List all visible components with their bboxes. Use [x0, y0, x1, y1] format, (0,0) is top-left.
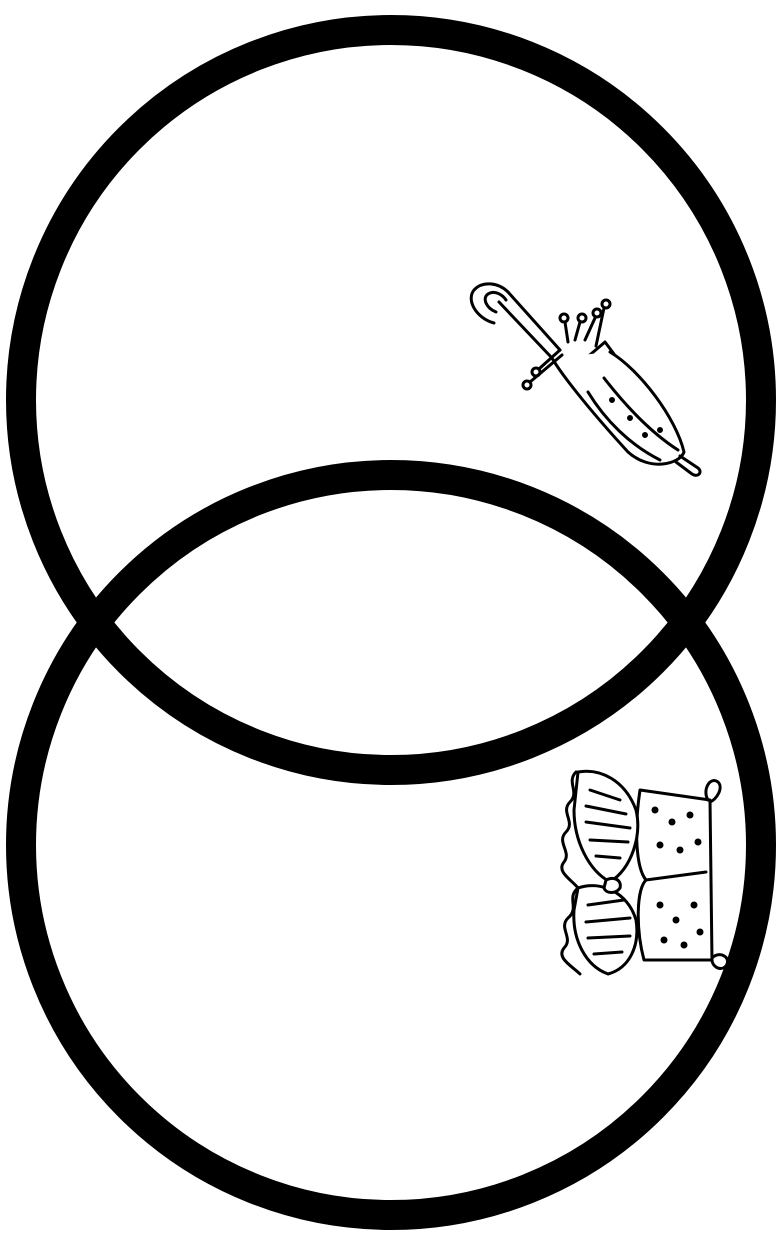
umbrella-icon — [471, 284, 700, 475]
bikini-icon — [562, 771, 728, 974]
